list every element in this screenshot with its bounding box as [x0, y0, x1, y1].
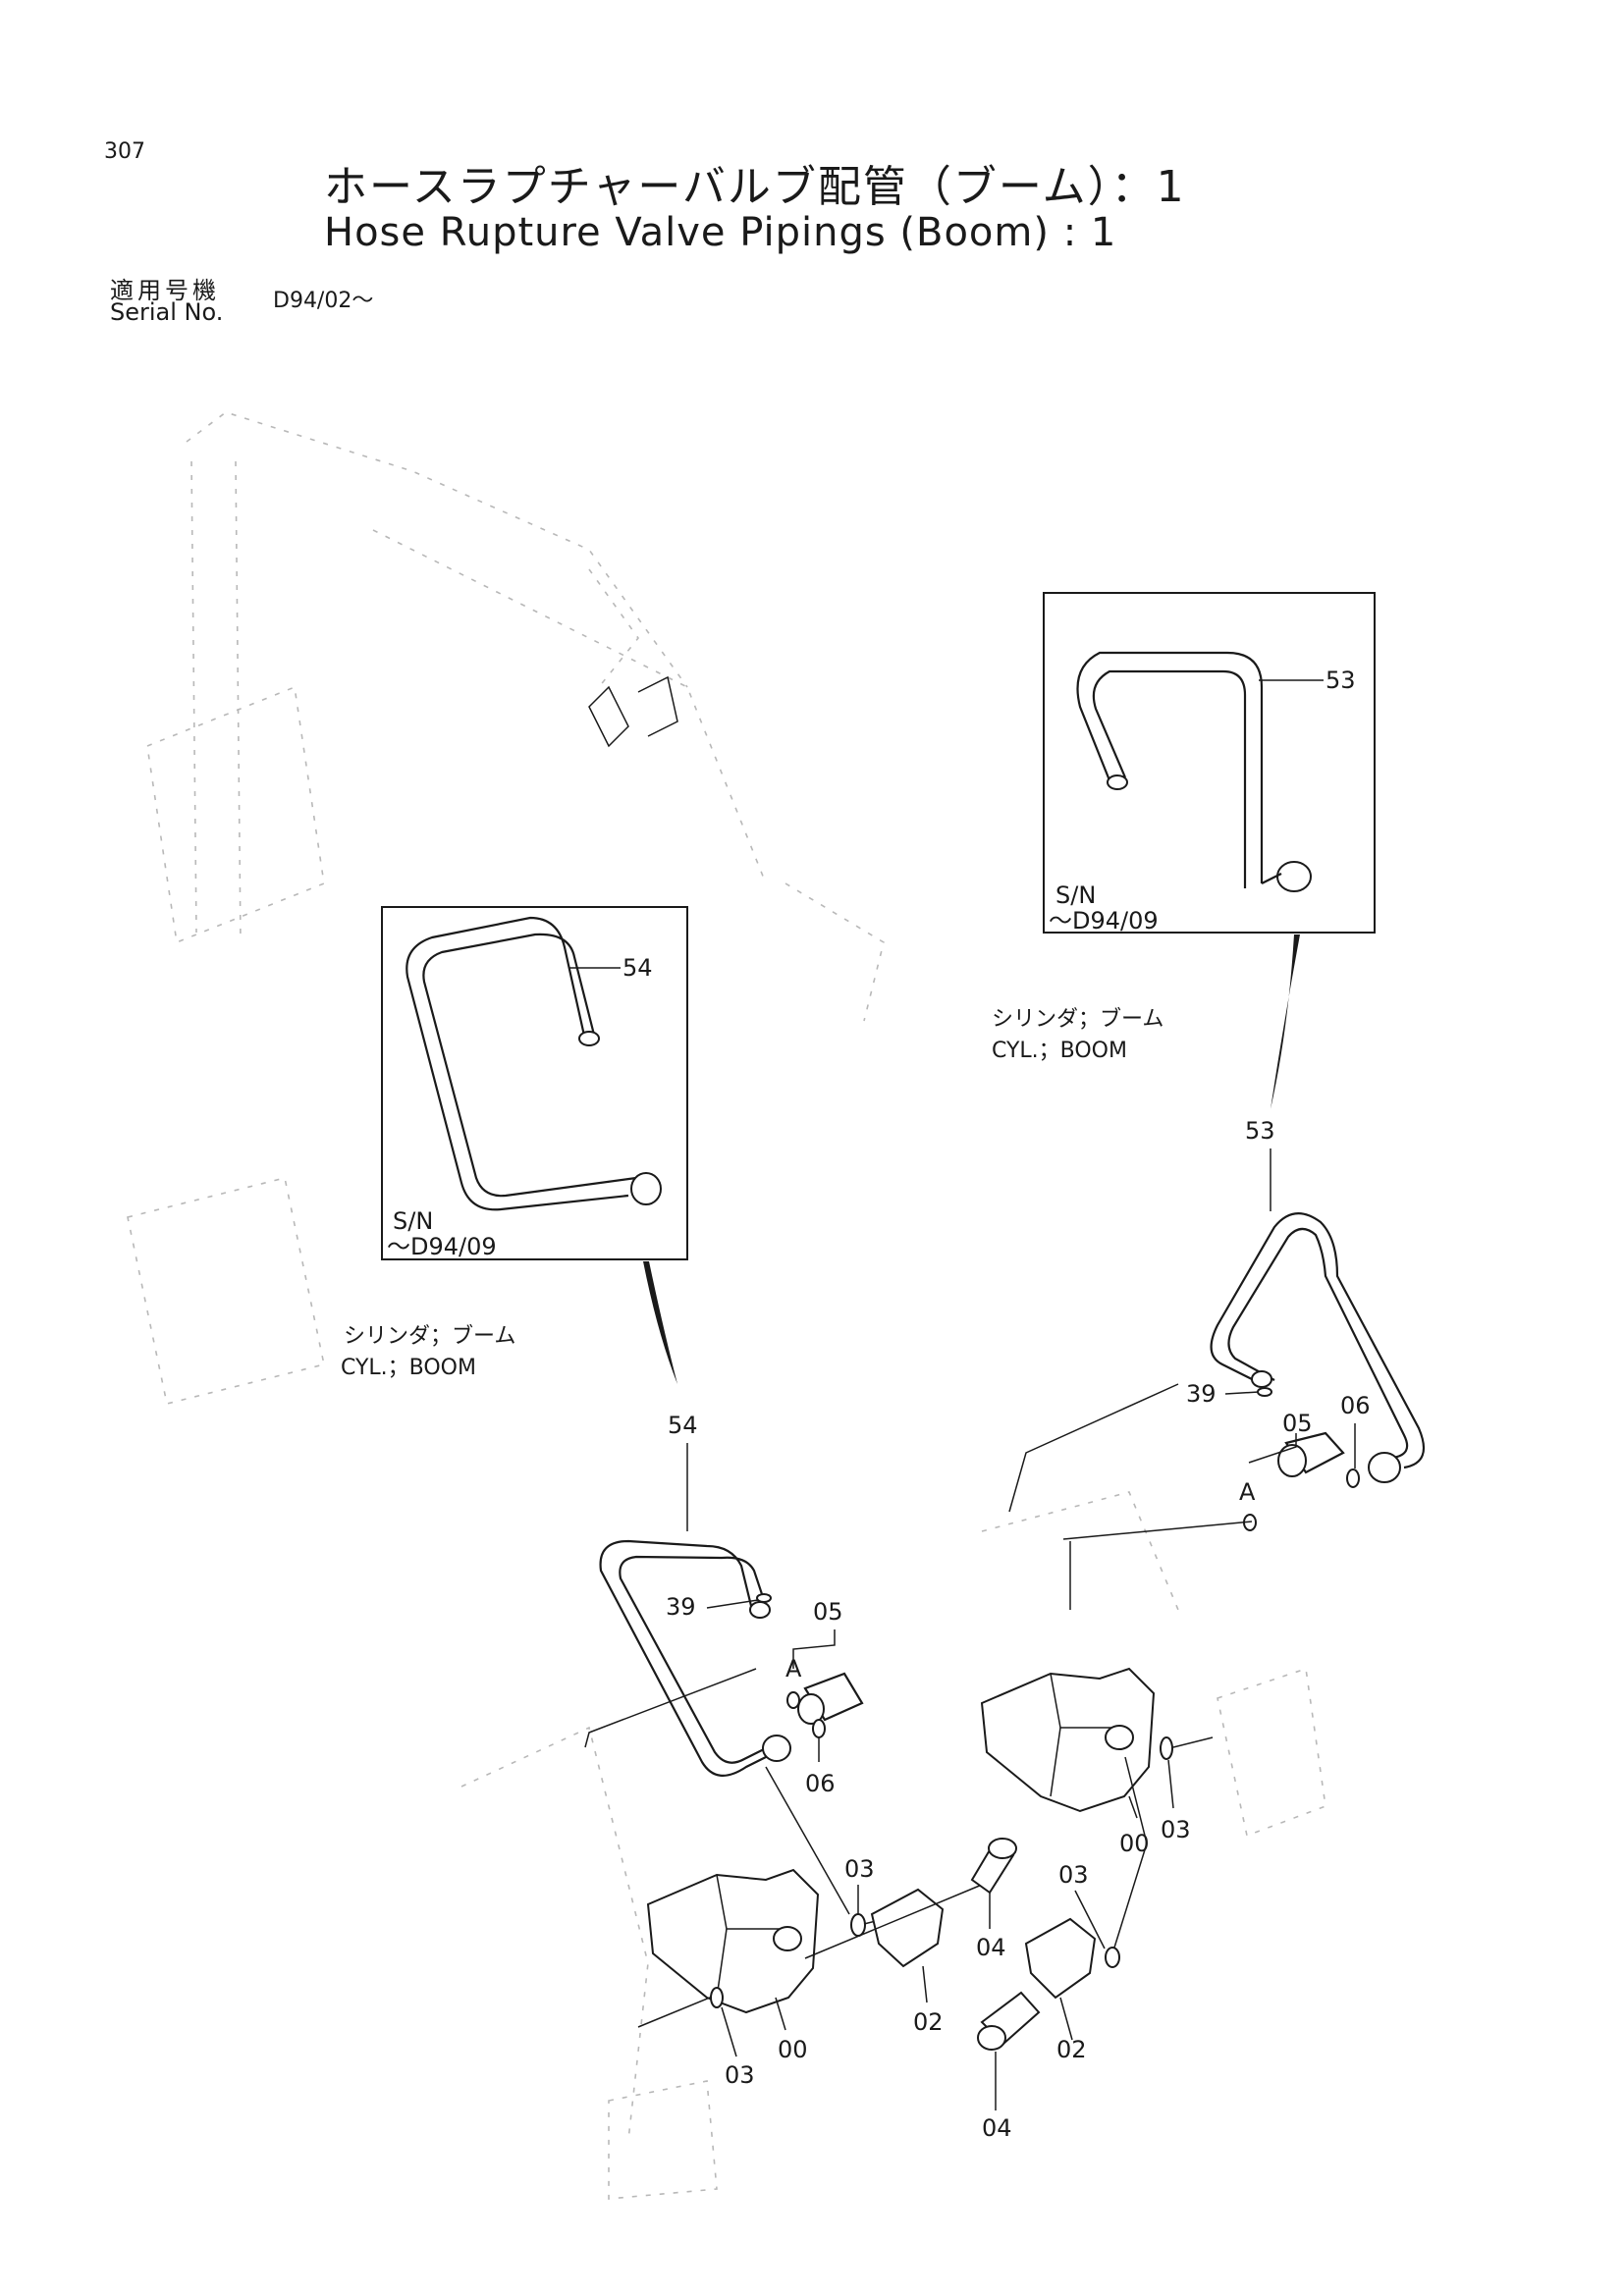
page-number: 307	[104, 139, 145, 164]
serial-label-japanese: 適用号機	[110, 277, 220, 304]
cylinder-label-jp-left: シリンダ；ブーム	[344, 1324, 515, 1349]
left-assembly: 54 39 05 A 06 03 04 02 00	[584, 1412, 1017, 2089]
callout-54-inset: 54	[622, 954, 653, 982]
serial-number-value: D94/02～	[273, 289, 374, 313]
callout-02-left: 02	[913, 2008, 944, 2036]
callout-39-right: 39	[1186, 1380, 1217, 1408]
title-japanese: ホースラプチャーバルブ配管（ブーム）：1	[324, 162, 1186, 212]
title-english: Hose Rupture Valve Pipings (Boom) : 1	[324, 210, 1117, 255]
callout-02-right: 02	[1056, 2036, 1087, 2063]
callout-05-right: 05	[1282, 1410, 1313, 1437]
callout-06-left: 06	[805, 1770, 836, 1797]
cylinder-label-jp-right: シリンダ；ブーム	[992, 1007, 1163, 1032]
callout-39-left: 39	[666, 1593, 696, 1621]
sn-label-right: S/N	[1055, 881, 1096, 909]
sn-range-right: ～D94/09	[1049, 907, 1159, 934]
right-assembly: 53 39 05 06 A 03 00 03 02	[977, 1117, 1426, 2142]
callout-53: 53	[1245, 1117, 1275, 1145]
callout-03-right-upper: 03	[1161, 1816, 1191, 1843]
background-boom-outline	[127, 411, 1326, 2200]
sn-label-left: S/N	[393, 1207, 433, 1235]
callout-a-left: A	[785, 1655, 802, 1682]
background-bracket-icon	[588, 675, 678, 748]
callout-03-left-lower: 03	[725, 2061, 755, 2089]
sn-range-left: ～D94/09	[387, 1233, 497, 1260]
callout-06-right: 06	[1340, 1392, 1371, 1419]
callout-03-left-upper: 03	[844, 1855, 875, 1883]
cylinder-label-en-left: CYL.；BOOM	[341, 1356, 476, 1380]
callout-04-right: 04	[982, 2114, 1012, 2142]
serial-label-english: Serial No.	[110, 298, 224, 326]
inset-box-left: 54 S/N ～D94/09	[381, 906, 688, 1260]
inset-box-right: 53 S/N ～D94/09	[1043, 592, 1376, 934]
callout-53-inset: 53	[1325, 667, 1356, 694]
callout-00-left: 00	[778, 2036, 808, 2063]
callout-04-left: 04	[976, 1934, 1006, 1961]
inset-pointer-left	[643, 1261, 677, 1384]
callout-a-right: A	[1239, 1478, 1256, 1506]
callout-54: 54	[668, 1412, 698, 1439]
cylinder-label-en-right: CYL.；BOOM	[992, 1039, 1127, 1063]
callout-03-right-lower: 03	[1058, 1861, 1089, 1889]
inset-pointer-right	[1271, 934, 1300, 1109]
callout-05-left: 05	[813, 1598, 843, 1626]
